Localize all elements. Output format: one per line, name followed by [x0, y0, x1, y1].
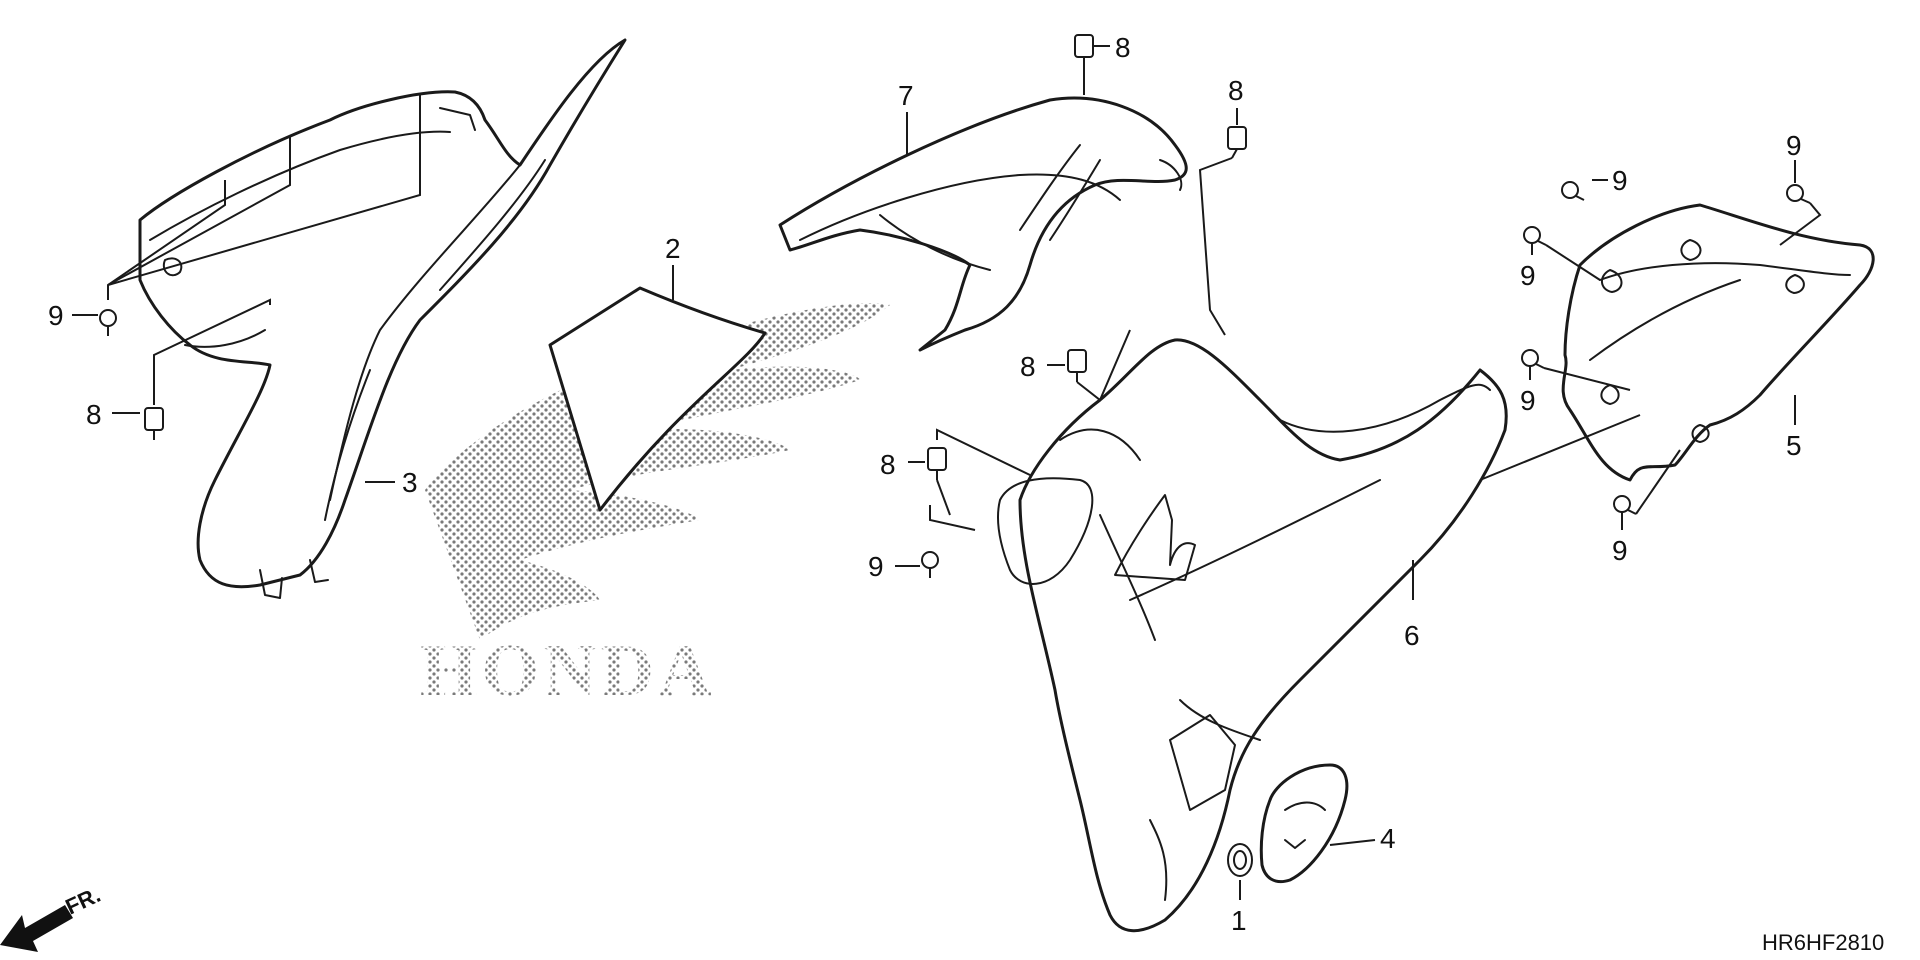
honda-emblem-text: HONDA: [420, 630, 715, 712]
callout-9: 9: [1520, 260, 1536, 291]
screw-9-g: [1613, 495, 1637, 515]
callout-9: 9: [1786, 130, 1802, 161]
callout-labels: 9 8 3 2 7 8 8 8 8 9 6 1 4 9 9 9 9 5 9: [48, 32, 1802, 936]
front-direction-marker: FR.: [0, 882, 104, 952]
callout-9: 9: [1612, 535, 1628, 566]
bolt-8-c: [1227, 126, 1247, 159]
screw-9-d: [1786, 184, 1811, 204]
callout-1: 1: [1231, 905, 1247, 936]
callout-9: 9: [868, 551, 884, 582]
screw-9-a: [99, 309, 117, 336]
honda-wing-emblem: HONDA: [420, 303, 890, 712]
fasteners: [99, 34, 1811, 578]
screw-9-b: [921, 551, 939, 578]
part-7-upper-cover: [778, 96, 1188, 352]
bolt-8-b: [1074, 34, 1094, 66]
part-5-right-cover: [1561, 203, 1875, 482]
callout-3: 3: [402, 467, 418, 498]
callout-8: 8: [880, 449, 896, 480]
bolt-8-a: [144, 407, 164, 440]
screw-9-e: [1523, 226, 1547, 246]
part-1-grommet: [1227, 843, 1253, 877]
screw-9-f: [1521, 349, 1545, 369]
bolt-8-e: [927, 447, 947, 480]
callout-8: 8: [1228, 75, 1244, 106]
front-arrow-icon: [0, 905, 73, 952]
diagram-code: HR6HF2810: [1762, 930, 1884, 955]
bolt-8-d: [1067, 349, 1087, 382]
part-3-left-cover: [138, 38, 627, 599]
callout-9: 9: [1520, 385, 1536, 416]
part-2-decal: [548, 286, 767, 512]
part-6-main-cover: [997, 338, 1508, 933]
callout-7: 7: [898, 80, 914, 111]
leader-lines: [72, 45, 1822, 900]
callout-8: 8: [1020, 351, 1036, 382]
callout-9: 9: [1612, 165, 1628, 196]
callout-4: 4: [1380, 823, 1396, 854]
callout-9: 9: [48, 300, 64, 331]
callout-8: 8: [1115, 32, 1131, 63]
callout-5: 5: [1786, 430, 1802, 461]
callout-2: 2: [665, 233, 681, 264]
callout-6: 6: [1404, 620, 1420, 651]
callout-8: 8: [86, 399, 102, 430]
part-4-small-cover: [1259, 763, 1349, 884]
screw-9-c: [1561, 181, 1585, 201]
